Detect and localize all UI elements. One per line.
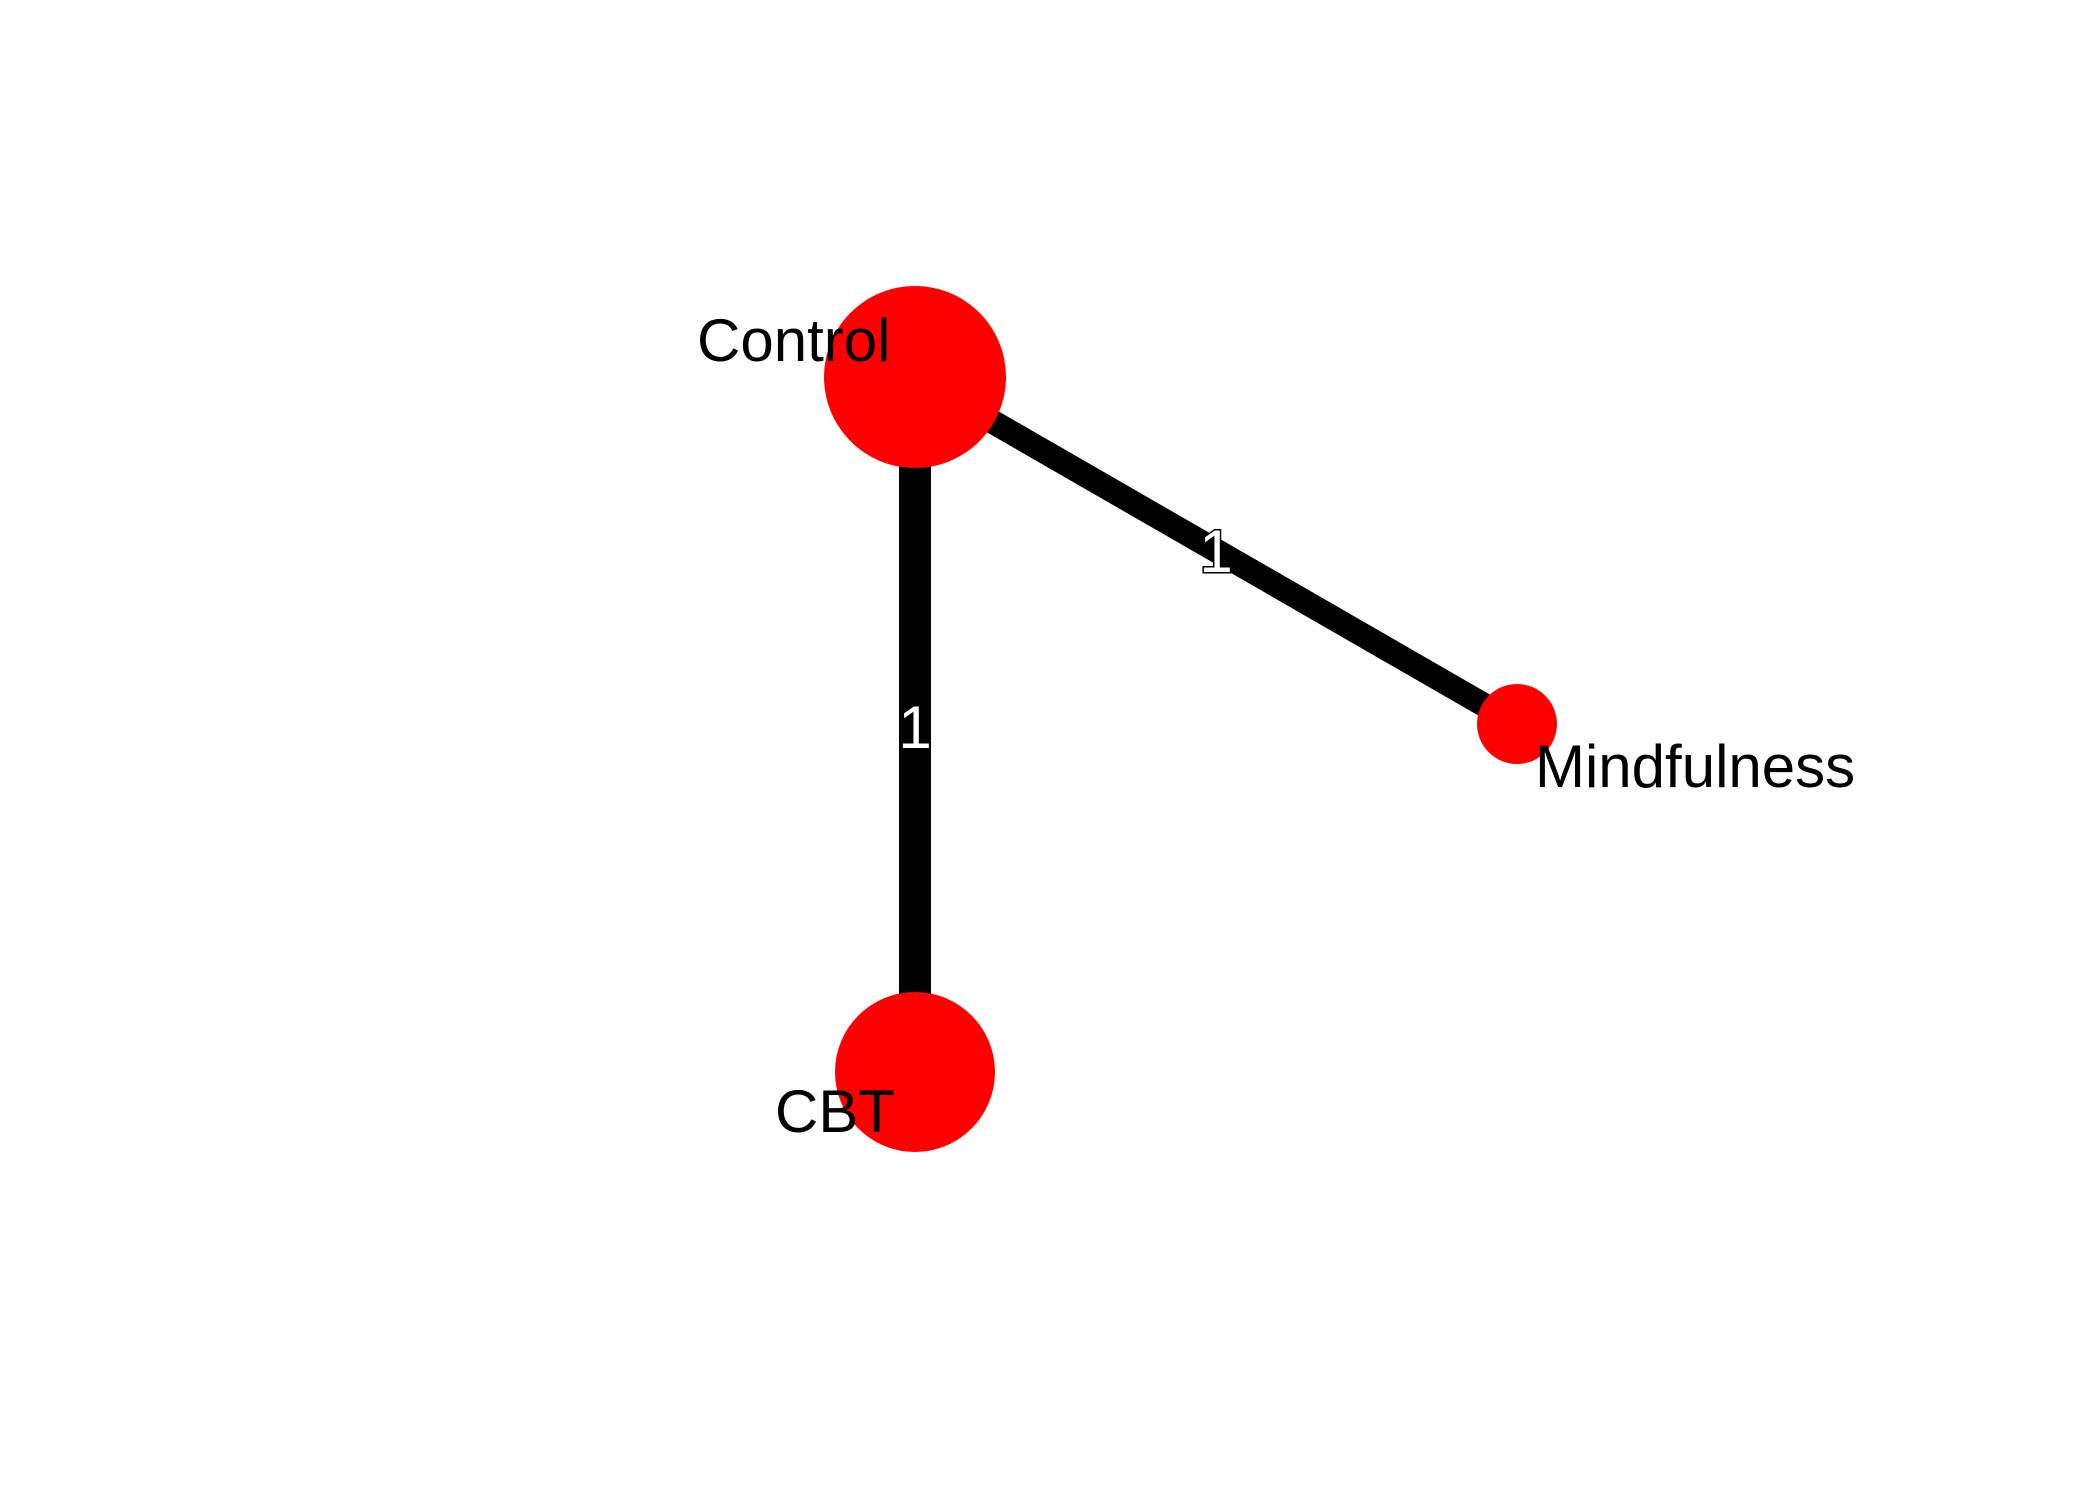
node-label-control: Control <box>697 307 890 374</box>
edges-layer <box>899 366 1523 1072</box>
node-control[interactable] <box>824 286 1006 468</box>
node-cbt[interactable] <box>835 992 995 1152</box>
node-label-mindfulness: Mindfulness <box>1535 733 1855 800</box>
edge-label-control-mindfulness: 1 <box>1199 518 1232 585</box>
node-label-cbt: CBT <box>775 1078 895 1145</box>
nodes-layer <box>824 286 1557 1152</box>
node-mindfulness[interactable] <box>1477 684 1557 764</box>
node-labels-layer: Control CBT Mindfulness <box>697 307 1855 1145</box>
edge-control-mindfulness <box>909 366 1523 735</box>
edge-label-control-cbt: 1 <box>898 694 931 761</box>
edge-labels-layer: 1 1 <box>897 517 1234 763</box>
